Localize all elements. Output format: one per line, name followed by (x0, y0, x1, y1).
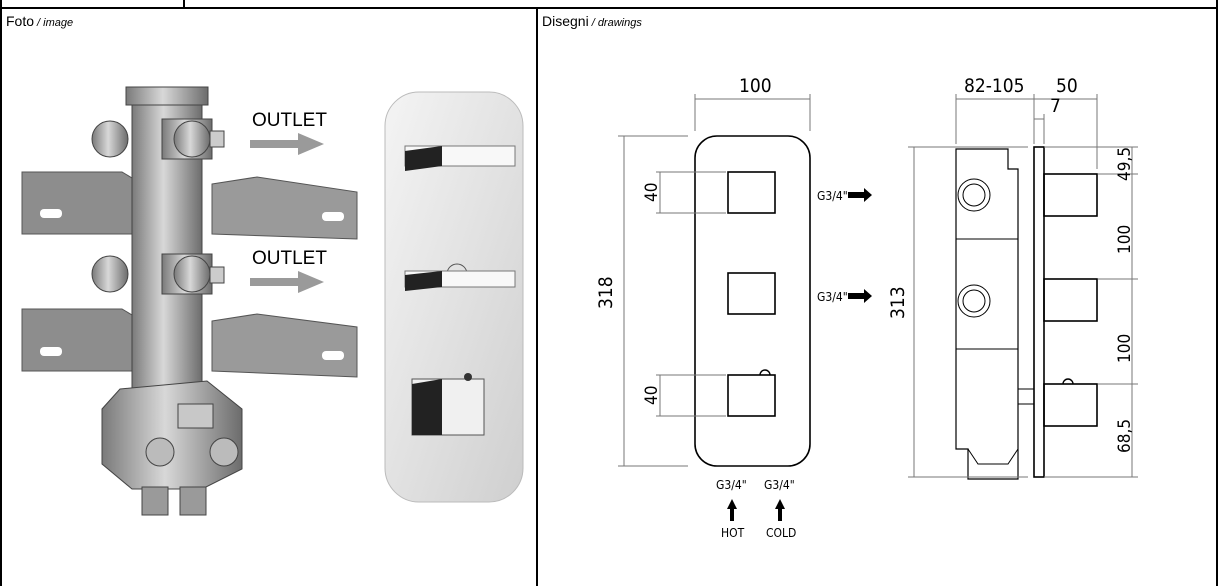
drawings-heading: Disegni/ drawings (542, 13, 642, 29)
inlet-cold-size: G3/4" (764, 478, 795, 492)
handle-offset-top-label: 40 (642, 183, 662, 202)
side-view (908, 94, 1138, 480)
side-plate-depth-label: 50 (1056, 75, 1078, 97)
handle-offset-bottom-label: 40 (642, 386, 662, 405)
side-spacing-2-label: 100 (1115, 334, 1135, 363)
drawings-panel: Disegni/ drawings (538, 9, 1218, 586)
front-width-label: 100 (739, 75, 772, 97)
hot-label: HOT (721, 526, 745, 540)
side-spacing-bottom-label: 68,5 (1115, 419, 1135, 453)
side-spacing-1-label: 100 (1115, 225, 1135, 254)
drawings-title: Disegni (542, 13, 589, 29)
side-spacing-top-label: 49,5 (1115, 147, 1135, 181)
side-depth-range-label: 82-105 (964, 75, 1025, 97)
photo-panel: Foto/ image (0, 9, 538, 586)
technical-drawing: 100 318 40 40 G3/4" G3/4" G3/4" G3/4" HO… (595, 75, 1138, 540)
inlet-hot-size: G3/4" (716, 478, 747, 492)
faceplate-photo (384, 91, 524, 503)
product-photo: OUTLET OUTLET (21, 86, 524, 516)
side-plate-thickness-label: 7 (1050, 95, 1061, 117)
outlet-arrow-1 (250, 133, 324, 155)
photo-title: Foto (6, 13, 35, 29)
photo-subtitle: / image (37, 17, 74, 29)
outlet-2-label: G3/4" (817, 290, 848, 304)
front-height-label: 318 (595, 276, 617, 309)
outlet-arrow-2 (250, 271, 324, 293)
side-height-label: 313 (887, 286, 909, 319)
front-view (618, 94, 811, 467)
outlet-label-2: OUTLET (252, 248, 327, 269)
cold-label: COLD (766, 526, 796, 540)
drawings-subtitle: / drawings (591, 17, 642, 29)
valve-body (21, 86, 358, 516)
outlet-label-1: OUTLET (252, 110, 327, 131)
top-table-strip (0, 0, 1218, 9)
photo-heading: Foto/ image (6, 13, 73, 29)
outlet-1-label: G3/4" (817, 189, 848, 203)
front-arrows (727, 188, 872, 521)
